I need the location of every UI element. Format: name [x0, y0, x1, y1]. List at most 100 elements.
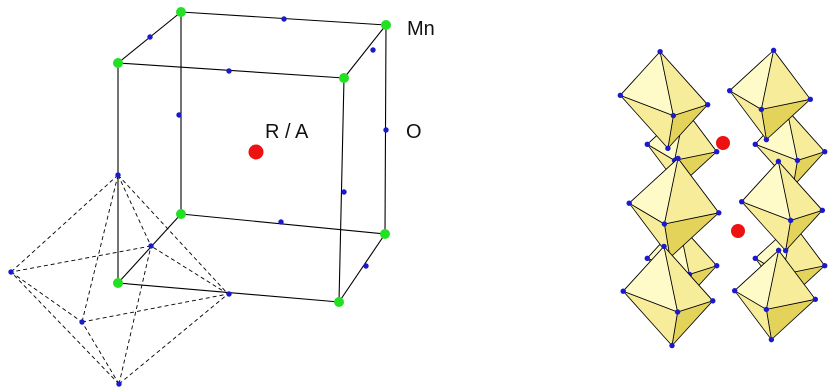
o-atom: [787, 217, 794, 224]
o-atom: [763, 306, 770, 313]
o-atom: [794, 157, 801, 164]
o-atom: [661, 243, 667, 250]
octahedron-edge: [10, 174, 119, 273]
octahedron-edge: [150, 245, 229, 295]
octahedron-face: [786, 109, 826, 161]
o-atom: [716, 210, 722, 216]
mn-octahedron: [738, 158, 826, 254]
o-atom: [704, 101, 711, 108]
o-atom: [115, 172, 121, 178]
octahedron-edge: [118, 245, 152, 385]
o-label: O: [406, 121, 422, 143]
o-atom: [665, 145, 671, 152]
o-atom: [278, 219, 284, 225]
octahedron-face: [659, 51, 709, 116]
unit-cell-edges: [117, 11, 387, 303]
cell-edge: [343, 24, 387, 79]
o-atom: [147, 34, 153, 40]
octahedron-face: [765, 249, 816, 310]
o-atom: [8, 269, 14, 275]
mn-atom: [380, 229, 390, 239]
o-atom: [281, 16, 287, 22]
oxygen-atoms: [8, 16, 389, 387]
o-atom: [661, 221, 668, 227]
octahedron-edge: [118, 293, 229, 385]
o-atom: [363, 263, 369, 269]
octahedron-face: [760, 49, 811, 110]
octahedron-edge: [10, 271, 120, 385]
o-atom: [752, 255, 758, 261]
mn-octahedron: [617, 48, 711, 152]
mn-label: Mn: [407, 18, 435, 40]
o-atom: [644, 255, 650, 261]
o-atom: [617, 92, 624, 99]
o-atom: [731, 287, 738, 294]
o-atom: [770, 47, 777, 54]
cell-edge: [338, 77, 345, 303]
o-atom: [768, 336, 775, 343]
unit-cell-diagram: Mn R / A O: [8, 7, 435, 387]
mn-atom: [176, 209, 186, 219]
o-atom: [710, 298, 716, 304]
octahedron-face: [664, 157, 720, 225]
o-atom: [758, 106, 765, 113]
octahedron-edge: [10, 245, 152, 273]
o-atom: [116, 381, 122, 387]
ra-site-atom: [248, 144, 264, 160]
octahedron-edge: [81, 321, 120, 385]
o-atom: [807, 96, 814, 103]
cell-edge: [180, 213, 386, 235]
mn-octahedron: [626, 155, 722, 261]
o-atom: [383, 127, 389, 133]
o-atom: [657, 48, 663, 55]
o-atom: [775, 247, 782, 254]
octahedron-face: [663, 245, 714, 313]
ra-site-atom: [731, 224, 745, 238]
octahedron-edge: [117, 174, 229, 295]
o-atom: [775, 158, 782, 165]
mn-atom: [113, 278, 123, 288]
o-atom: [176, 112, 182, 118]
o-atom: [822, 149, 828, 155]
ra-site-atom: [716, 136, 730, 150]
o-atom: [675, 155, 681, 162]
octahedron-face: [778, 160, 823, 221]
o-atom: [626, 200, 632, 206]
octahedral-network-diagram: [617, 47, 828, 349]
o-atom: [148, 243, 154, 249]
mn-atom: [176, 7, 186, 17]
o-atom: [752, 141, 758, 147]
o-atom: [226, 68, 232, 74]
o-atom: [370, 47, 376, 53]
cell-edge: [338, 233, 386, 303]
octahedron-edge: [117, 174, 152, 247]
o-atom: [669, 342, 675, 349]
o-atom: [670, 112, 677, 119]
octahedron-edge: [10, 271, 83, 323]
mn-atom: [113, 58, 123, 68]
o-atom: [620, 288, 626, 294]
manganese-atoms: [113, 7, 391, 307]
cell-edge: [117, 213, 182, 284]
o-atom: [226, 291, 232, 297]
dashed-octahedron: [10, 174, 229, 385]
o-atom: [812, 296, 819, 303]
o-atom: [341, 189, 347, 195]
mn-atom: [381, 20, 391, 30]
mn-atom: [339, 73, 349, 83]
o-atom: [763, 136, 770, 143]
mn-atom: [334, 297, 344, 307]
mn-octahedron: [731, 247, 819, 343]
o-atom: [822, 263, 828, 269]
o-atom: [79, 319, 85, 325]
mn-octahedron: [726, 47, 814, 143]
o-atom: [738, 198, 745, 205]
o-atom: [819, 207, 826, 214]
o-atom: [714, 263, 720, 269]
o-atom: [674, 309, 681, 315]
o-atom: [782, 247, 789, 254]
o-atom: [714, 149, 720, 155]
mn-octahedron: [620, 243, 716, 349]
